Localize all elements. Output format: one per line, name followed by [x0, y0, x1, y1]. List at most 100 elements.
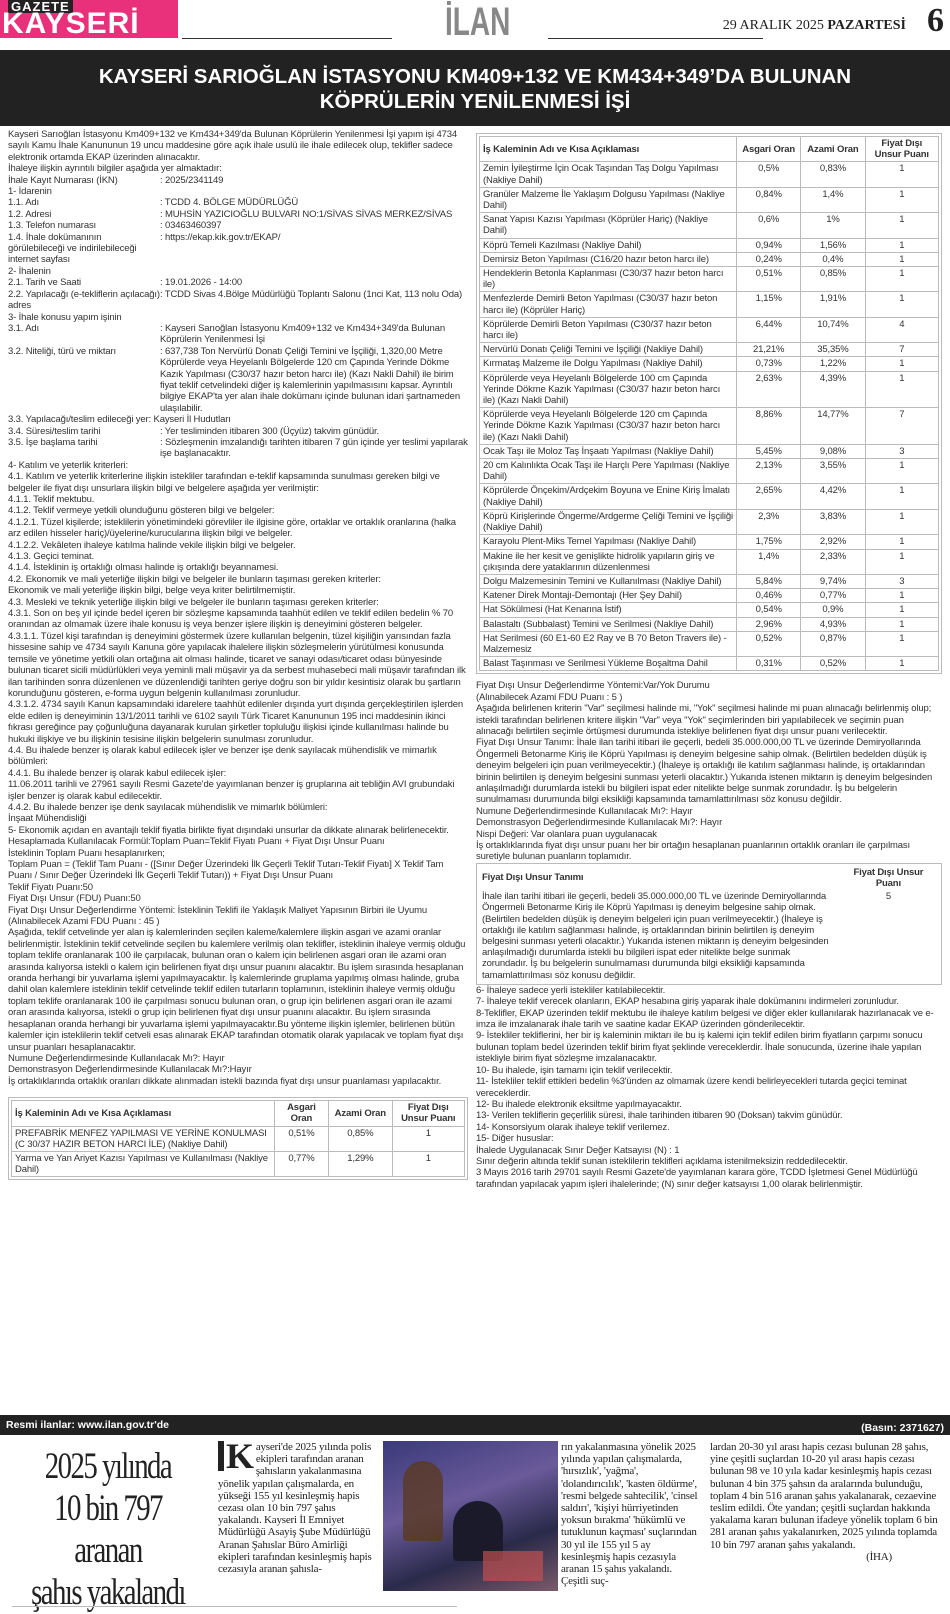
- item-value: 0,51%: [273, 1125, 330, 1152]
- item-description: Köprülerde Demirli Beton Yapılması (C30/…: [478, 316, 738, 344]
- column-header: İş Kaleminin Adı ve Kısa Açıklaması: [478, 135, 738, 163]
- item-value: 21,21%: [736, 342, 802, 358]
- article-text: rın yakalanmasına yönelik 2025 yılında y…: [561, 1441, 698, 1588]
- item-value: 3,83%: [800, 508, 866, 536]
- table-row: Granüler Malzeme İle Yaklaşım Dolgusu Ya…: [478, 186, 940, 214]
- field-value: : Kayseri Sarıoğlan İstasyonu Km409+132 …: [160, 322, 445, 346]
- paragraph: Fiyat Dışı Unsur Değerlendirme Yöntemi: …: [8, 904, 428, 916]
- item-description: Nervürlü Donatı Çeliği Temini ve İşçiliğ…: [478, 342, 738, 358]
- item-description: Köprülerde veya Heyelanlı Bölgelerde 100…: [478, 370, 738, 409]
- item-value: 2,96%: [736, 616, 802, 632]
- column-header: Azami Oran: [800, 135, 866, 163]
- intro-paragraph: İhaleye ilişkin ayrıntılı bilgiler aşağı…: [8, 163, 222, 175]
- item-value: 1: [864, 548, 940, 575]
- paragraph: 4.1.2.2. Vekâleten ihaleye katılma halin…: [8, 539, 296, 551]
- item-value: 4,93%: [800, 616, 866, 632]
- item-description: Köprülerde veya Heyelanlı Bölgelerde 120…: [478, 407, 738, 445]
- table-row: Menfezlerde Demirli Beton Yapılması (C30…: [478, 291, 940, 318]
- paragraph: 4.1.3. Geçici teminat.: [8, 551, 94, 563]
- paragraph: 4.1.2.1. Tüzel kişilerde; isteklilerin y…: [8, 516, 456, 540]
- notice-title-line1: KAYSERİ SARIOĞLAN İSTASYONU KM409+132 VE…: [98, 65, 852, 88]
- item-value: 35,35%: [800, 342, 866, 358]
- item-value: 2,13%: [736, 458, 802, 485]
- field-row: 1- İdarenin: [8, 186, 468, 197]
- field-value: [160, 312, 468, 323]
- paragraph: 4.2. Ekonomik ve mali yeterliğe ilişkin …: [8, 573, 381, 585]
- paragraph: 4.3. Mesleki ve teknik yeterliğe ilişkin…: [8, 596, 379, 608]
- paragraph: İhalede Uygulanacak Sınır Değer Katsayıs…: [476, 1144, 680, 1156]
- paragraph: 4.3.1.2. 4734 sayılı Kanun kapsamındaki …: [8, 699, 464, 745]
- paragraph: İnşaat Mühendisliği: [8, 813, 87, 825]
- paragraph: 13- Verilen tekliflerin geçerlilik süres…: [476, 1110, 843, 1122]
- item-description: Sanat Yapısı Kazısı Yapılması (Köprüler …: [478, 212, 738, 239]
- field-label: 3.5. İşe başlama tarihi: [8, 436, 98, 448]
- item-value: 6,44%: [736, 316, 802, 344]
- place-line: 3.3. Yapılacağı/teslim edileceği yer: Ka…: [8, 414, 231, 426]
- item-description: Kırmataş Malzeme ile Dolgu Yapılması (Na…: [478, 356, 738, 372]
- table-row: Köprü Temeli Kazılması (Nakliye Dahil)0,…: [478, 237, 940, 253]
- field-row: İhale Kayıt Numarası (İKN): 2025/2341149: [8, 175, 468, 186]
- date-text: 29 ARALIK 2025: [722, 18, 824, 33]
- item-value: 10,74%: [800, 316, 866, 344]
- item-value: 4: [864, 316, 940, 344]
- field-label: 3.1. Adı: [8, 322, 40, 334]
- field-label: 2- İhalenin: [8, 265, 51, 277]
- logo-small-text: GAZETE: [8, 0, 73, 13]
- item-value: 1: [864, 656, 940, 672]
- column-header: Asgari Oran: [273, 1100, 330, 1127]
- item-value: 1,4%: [800, 186, 866, 214]
- paragraph: Demonstrasyon Değerlendirmesinde Kullanı…: [476, 817, 723, 829]
- paragraph: 11.06.2011 tarihli ve 27961 sayılı Resmi…: [8, 779, 455, 802]
- masthead-rule: [182, 38, 392, 39]
- table-row: Nervürlü Donatı Çeliği Temini ve İşçiliğ…: [478, 342, 940, 358]
- article-text: lardan 20-30 yıl arası hapis cezası bulu…: [710, 1441, 938, 1551]
- fdu-score-value: 5: [885, 891, 891, 903]
- paragraph: Fiyat Dışı Unsur Tanımı: İhale ilan tari…: [476, 737, 933, 806]
- notice-title-line2: KÖPRÜLERİN YENİLENMESİ İŞİ: [319, 90, 631, 113]
- field-row: 3- İhale konusu yapım işinin: [8, 312, 468, 323]
- official-notices-link[interactable]: Resmi ilanlar: www.ilan.gov.tr'de: [6, 1419, 169, 1431]
- headline-line: 2025 yılında: [44, 1446, 173, 1487]
- left-column: Kayseri Sarıoğlan İstasyonu Km409+132 ve…: [8, 129, 468, 1181]
- item-description: Köprü Temeli Kazılması (Nakliye Dahil): [478, 237, 738, 253]
- fdu-def-header: Fiyat Dışı Unsur Tanımı: [482, 872, 584, 884]
- table-row: Köprülerde veya Heyelanlı Bölgelerde 120…: [478, 407, 940, 445]
- item-value: 1: [864, 266, 940, 293]
- paragraph: Sınır değerin altında teklif sunan istek…: [476, 1155, 848, 1167]
- field-value: : Yer tesliminden itibaren 300 (Üçyüz) t…: [160, 425, 379, 437]
- item-value: 1: [864, 291, 940, 318]
- item-value: 4,42%: [800, 483, 866, 510]
- field-row: 3.5. İşe başlama tarihi: Sözleşmenin imz…: [8, 437, 468, 460]
- table-row: Dolgu Malzemesinin Temini ve Kullanılmas…: [478, 573, 940, 590]
- paragraph: (Alınabilecek Azami FDU Puanı : 5 ): [476, 691, 623, 703]
- item-description: Hendeklerin Betonla Kaplanması (C30/37 h…: [478, 266, 738, 293]
- paragraph: 8-Teklifler, EKAP üzerinden teklif mektu…: [476, 1007, 934, 1031]
- item-value: 0,6%: [736, 212, 802, 239]
- item-value: 3: [864, 573, 940, 590]
- item-value: 3,55%: [800, 458, 866, 485]
- paragraph: 3 Mayıs 2016 tarih 29701 sayılı Resmi Ga…: [476, 1167, 918, 1190]
- item-value: 1: [391, 1150, 466, 1178]
- item-value: 5,84%: [736, 573, 802, 590]
- headline-line: 10 bin 797 aranan: [54, 1488, 163, 1571]
- field-label: İhale Kayıt Numarası (İKN): [8, 174, 118, 186]
- item-value: 1: [864, 356, 940, 372]
- item-value: 0,85%: [800, 266, 866, 293]
- fdu-def-text: İhale ilan tarihi itibari ile geçerli, b…: [482, 891, 829, 981]
- headline-line: şahıs yakalandı: [31, 1572, 186, 1613]
- item-value: 1: [864, 161, 940, 188]
- field-label: 3- İhale konusu yapım işinin: [8, 311, 122, 323]
- table-row: Makine ile her kesit ve genişlikte hidro…: [478, 548, 940, 575]
- item-value: 0,4%: [800, 251, 866, 268]
- item-value: 0,46%: [736, 588, 802, 604]
- issue-date: 29 ARALIK 2025 PAZARTESİ: [723, 18, 906, 34]
- item-description: Granüler Malzeme İle Yaklaşım Dolgusu Ya…: [478, 186, 738, 214]
- field-row: 1.4. İhale dokümanının görülebileceği ve…: [8, 232, 468, 266]
- paragraph: 4.4. Bu ihalede benzer iş olarak kabul e…: [8, 744, 437, 768]
- paragraph: 4.3.1.1. Tüzel kişi tarafından iş deneyi…: [8, 630, 466, 699]
- paragraph: İsteklinin Toplam Puanı hesaplanırken;: [8, 847, 165, 859]
